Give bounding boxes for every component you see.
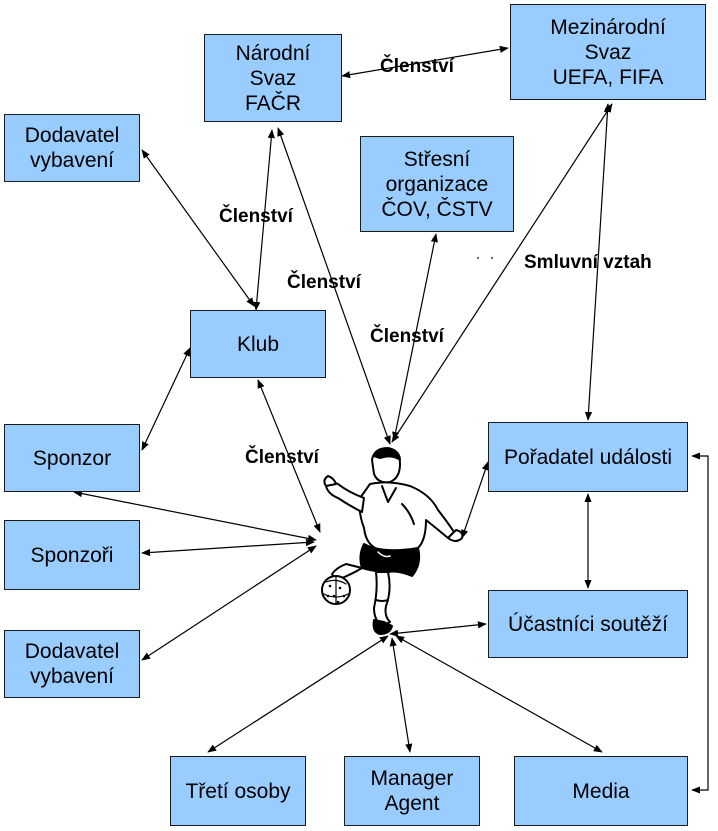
edge-klub-sponzor <box>141 347 191 451</box>
edge-narodni-mezinarodni <box>341 45 509 79</box>
label-clenstvi-left: Členství <box>219 206 293 227</box>
node-dodavatel-bottom: Dodavatel vybavení <box>4 630 140 698</box>
edge-narodni-player <box>277 127 391 445</box>
node-manager-agent: Manager Agent <box>344 756 480 826</box>
node-stresni-organizace-line2: organizace <box>385 172 489 196</box>
node-dodavatel-top: Dodavatel vybavení <box>4 114 140 182</box>
edge-mezinarodni-poradatel <box>584 103 612 421</box>
node-manager-agent-line2: Agent <box>384 792 440 815</box>
edge-sponzor-player <box>73 490 317 542</box>
node-media-label: Media <box>572 779 630 803</box>
edge-dodavatel-klub <box>141 149 255 307</box>
node-stresni-organizace-line1: Střesní <box>403 147 471 171</box>
edge-ucastnici-player <box>389 621 487 637</box>
node-sponzori-label: Sponzoři <box>30 543 114 567</box>
label-smluvni-vztah: Smluvní vztah <box>524 252 652 273</box>
node-dodavatel-top-line2: vybavení <box>29 149 115 172</box>
node-stresni-organizace: Střesní organizace ČOV, ČSTV <box>360 136 514 232</box>
node-media: Media <box>514 756 688 826</box>
footballer-icon <box>321 447 464 635</box>
node-treti-osoby-label: Třetí osoby <box>185 779 291 803</box>
node-ucastnici: Účastníci soutěží <box>488 590 688 658</box>
node-ucastnici-label: Účastníci soutěží <box>508 612 668 636</box>
edge-narodni-klub <box>253 129 275 311</box>
node-klub: Klub <box>190 310 326 378</box>
node-dodavatel-bottom-line1: Dodavatel <box>24 640 120 663</box>
node-poradatel-label: Pořadatel události <box>503 445 673 469</box>
edge-mezinarodni-player <box>391 103 613 443</box>
label-clenstvi-top: Členství <box>380 56 454 77</box>
node-dodavatel-top-line1: Dodavatel <box>24 124 120 147</box>
edge-poradatel-player <box>461 461 489 539</box>
node-manager-agent-line1: Manager <box>370 767 454 790</box>
node-stresni-organizace-line3: ČOV, ČSTV <box>381 197 493 221</box>
edge-player-treti <box>207 635 389 753</box>
edge-sponzori-player <box>141 538 315 557</box>
node-mezinarodni-svaz: Mezinárodní Svaz UEFA, FIFA <box>510 4 706 100</box>
node-treti-osoby: Třetí osoby <box>170 756 306 826</box>
node-sponzor-label: Sponzor <box>32 446 112 470</box>
node-mezinarodni-svaz-line1: Mezinárodní <box>550 15 666 39</box>
node-narodni-svaz-line1: Národní <box>235 41 311 65</box>
label-clenstvi-club: Členství <box>245 447 319 468</box>
edge-dodavatel2-player <box>141 545 317 661</box>
node-poradatel: Pořadatel události <box>488 422 688 492</box>
label-clenstvi-mid: Členství <box>287 272 361 293</box>
edge-player-manager <box>389 637 413 753</box>
node-mezinarodni-svaz-line2: Svaz <box>584 40 632 64</box>
edge-poradatel-media <box>691 452 709 794</box>
node-klub-label: Klub <box>236 332 280 356</box>
node-narodni-svaz: Národní Svaz FAČR <box>204 34 342 122</box>
node-narodni-svaz-line2: Svaz <box>249 66 297 90</box>
node-mezinarodni-svaz-line3: UEFA, FIFA <box>552 65 664 89</box>
label-clenstvi-center: Členství <box>370 326 444 347</box>
node-narodni-svaz-line3: FAČR <box>244 91 301 115</box>
edge-player-media <box>395 635 603 753</box>
node-dodavatel-bottom-line2: vybavení <box>29 665 115 688</box>
node-sponzori: Sponzoři <box>4 520 140 590</box>
node-sponzor: Sponzor <box>4 424 140 492</box>
